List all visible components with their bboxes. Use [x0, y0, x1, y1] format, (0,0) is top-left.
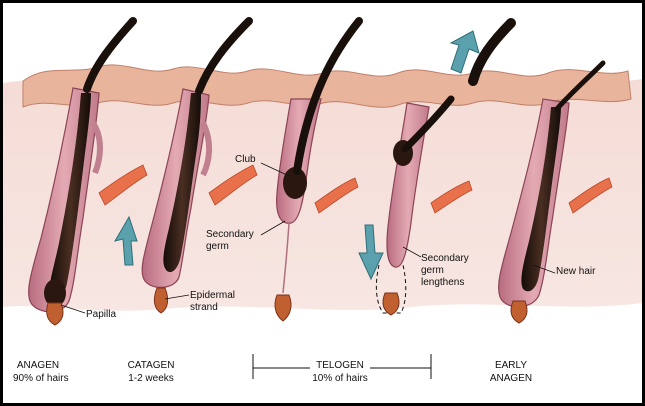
papilla-leader [60, 304, 86, 314]
up-right-arrow-icon [449, 30, 480, 74]
secondary-germ-lengthens-label-line3: lengthens [421, 277, 465, 288]
hair-cycle-diagram: Papilla Epidermal strand Club Secondary … [3, 3, 642, 403]
new-hair-leader [532, 264, 556, 274]
secondary-germ-leader [260, 220, 286, 236]
secondary-germ-lengthens-leader [402, 246, 422, 258]
stage-telogen-name: TELOGEN [316, 360, 364, 371]
stage-early-anagen: EARLY ANAGEN [486, 359, 536, 385]
anagen-follicle [28, 17, 148, 326]
club-leader [260, 162, 288, 176]
epidermal-strand-label-line2: strand [190, 302, 218, 313]
stage-early-anagen-name: EARLY [494, 360, 528, 371]
stage-telogen: TELOGEN 10% of hairs [310, 359, 370, 385]
stage-anagen: ANAGEN 90% of hairs [13, 359, 69, 385]
illustration [3, 17, 642, 379]
telogen-follicle-lengthening [375, 95, 473, 316]
stage-catagen-detail: 1-2 weeks [128, 373, 174, 384]
stage-catagen-name: CATAGEN [127, 360, 175, 371]
epidermal-strand-leader [164, 294, 190, 300]
stage-catagen: CATAGEN 1-2 weeks [123, 359, 179, 385]
down-arrow-icon [358, 224, 384, 281]
new-hair-label: New hair [556, 266, 596, 277]
secondary-germ-lengthens-label-line2: germ [421, 265, 444, 276]
telogen-follicle [274, 17, 363, 322]
secondary-germ-label-line2: germ [206, 241, 229, 252]
telogen-bracket [252, 354, 432, 379]
up-arrow-icon [113, 215, 138, 266]
club-hair [283, 167, 307, 199]
club-label: Club [235, 154, 256, 165]
stage-anagen-name: ANAGEN [16, 360, 60, 371]
stage-early-anagen-detail: ANAGEN [489, 373, 533, 384]
epidermal-strand-label-line1: Epidermal [190, 290, 236, 301]
stage-telogen-detail: 10% of hairs [312, 373, 368, 384]
catagen-follicle [141, 17, 258, 314]
early-anagen-follicle [468, 18, 613, 324]
papilla-label: Papilla [86, 309, 117, 320]
stage-anagen-detail: 90% of hairs [13, 373, 69, 384]
secondary-germ-label-line1: Secondary [206, 229, 254, 240]
secondary-germ-lengthens-label-line1: Secondary [421, 253, 469, 264]
